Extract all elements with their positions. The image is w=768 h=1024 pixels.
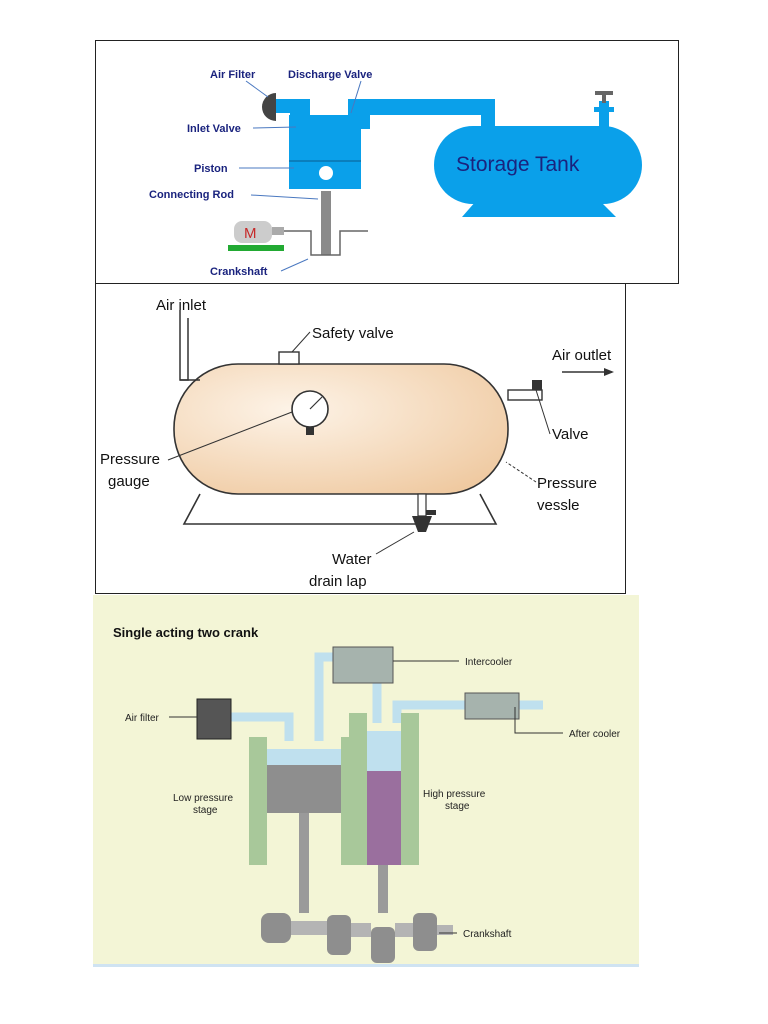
crank-web-1 (261, 913, 291, 943)
piston-label: Piston (194, 163, 228, 175)
water-drain-leader (375, 531, 415, 555)
water-drain-label-2: drain lap (309, 573, 367, 590)
panel3-title: Single acting two crank (113, 625, 259, 640)
single-stage-compressor-diagram: Storage Tank M Air Filter Discharge Valv… (95, 40, 679, 284)
crank-web-4 (413, 913, 437, 951)
crank-web-3 (371, 927, 395, 963)
gauge-stem (306, 427, 314, 435)
pressure-gauge-label-2: gauge (108, 473, 150, 490)
two-stage-compressor-diagram: Single acting two crank (93, 595, 639, 966)
storage-tank (434, 126, 642, 204)
lp-connecting-rod (299, 813, 309, 913)
discharge-pipe (348, 99, 493, 115)
outlet-valve (532, 380, 542, 390)
hp-cylinder-air (367, 731, 401, 771)
drain-tap-handle (426, 510, 436, 515)
two-stage-compressor-svg: Single acting two crank (113, 625, 621, 963)
filter-to-lp-pipe (231, 712, 294, 741)
air-outlet-label: Air outlet (552, 347, 612, 364)
hp-cylinder-wall-right (401, 713, 419, 865)
inlet-valve-leader (252, 126, 297, 129)
discharge-valve-label: Discharge Valve (288, 69, 372, 81)
air-inlet-pipe (179, 310, 189, 381)
low-pressure-label-1: Low pressure (173, 793, 233, 804)
air-filter-icon (262, 93, 276, 121)
discharge-valve-leader (350, 80, 362, 114)
tank-stand (462, 201, 616, 217)
air-filter-label: Air Filter (210, 69, 256, 81)
crank-journal-3 (395, 923, 413, 937)
filter-inlet-pipe (276, 99, 290, 113)
motor-label: M (244, 225, 257, 242)
intake-pipe (290, 99, 310, 115)
intercooler-box (332, 646, 394, 684)
piston-pin (319, 166, 333, 180)
tank-valve-stem (602, 93, 606, 103)
safety-valve-label: Safety valve (312, 325, 394, 342)
outlet-pipe (507, 389, 543, 401)
air-filter-box (196, 698, 232, 740)
high-pressure-label-1: High pressure (423, 789, 486, 800)
lp-piston (267, 765, 341, 813)
intercooler-label: Intercooler (465, 657, 513, 668)
vessel-base-frame (182, 493, 498, 525)
lp-to-intercooler-pipe (314, 652, 337, 741)
pressure-vessel-label-1: Pressure (537, 475, 597, 492)
after-cooler-box (464, 692, 520, 720)
crank-journal-2 (351, 923, 371, 937)
connecting-rod (321, 191, 331, 255)
connecting-rod-leader (250, 194, 319, 200)
tank-outlet-pipe (599, 101, 609, 129)
lp-cylinder-wall-left (249, 737, 267, 865)
panel3-bottom-edge (93, 964, 639, 967)
motor-body (234, 221, 272, 243)
lp-cylinder-air (267, 749, 341, 765)
motor-shaft (272, 227, 284, 235)
gauge-needle (309, 396, 323, 410)
crankshaft-label: Crankshaft (210, 266, 268, 278)
crank-journal-1 (291, 921, 327, 935)
air-outlet-arrowhead (604, 368, 614, 376)
valve-label: Valve (552, 426, 588, 443)
air-receiver-svg: Air inlet Safety valve Air outlet Valve … (100, 297, 614, 590)
pressure-gauge-label-1: Pressure (100, 451, 160, 468)
hp-connecting-rod (378, 865, 388, 913)
tank-outlet-valve (594, 107, 614, 112)
pressure-vessel-label-2: vessle (537, 497, 580, 514)
drain-tap (412, 516, 432, 532)
high-pressure-label-2: stage (445, 801, 470, 812)
inlet-valve-label: Inlet Valve (187, 123, 241, 135)
connecting-rod-label: Connecting Rod (149, 189, 234, 201)
low-pressure-label-2: stage (193, 805, 218, 816)
safety-valve (278, 351, 300, 365)
tank-valve-handle (595, 91, 613, 95)
crank-web-2 (327, 915, 351, 955)
hp-cylinder-wall-left (349, 713, 367, 865)
air-filter-leader (245, 80, 269, 98)
crankshaft-leader (280, 258, 309, 272)
safety-valve-leader (291, 331, 311, 353)
drain-pipe (417, 493, 427, 517)
hp-piston (367, 771, 401, 865)
pressure-vessel (173, 363, 509, 495)
crank-end (437, 925, 453, 935)
storage-tank-label: Storage Tank (456, 153, 580, 176)
single-stage-compressor-svg: Storage Tank M Air Filter Discharge Valv… (149, 69, 642, 278)
pressure-gauge-leader (167, 411, 293, 461)
hp-to-aftercooler-pipe (392, 700, 465, 723)
air-receiver-diagram: Air inlet Safety valve Air outlet Valve … (95, 283, 626, 594)
crankcase-outline (284, 230, 368, 256)
valve-leader (535, 389, 551, 435)
motor-base (228, 245, 284, 251)
crankshaft-label-3: Crankshaft (463, 929, 512, 940)
water-drain-label-1: Water (332, 551, 371, 568)
tank-inlet-pipe (481, 99, 495, 133)
air-inlet-label: Air inlet (156, 297, 207, 314)
after-cooler-leader (514, 707, 563, 734)
pressure-vessel-leader (505, 461, 537, 483)
after-cooler-label: After cooler (569, 729, 621, 740)
air-filter-label-3: Air filter (125, 713, 160, 724)
